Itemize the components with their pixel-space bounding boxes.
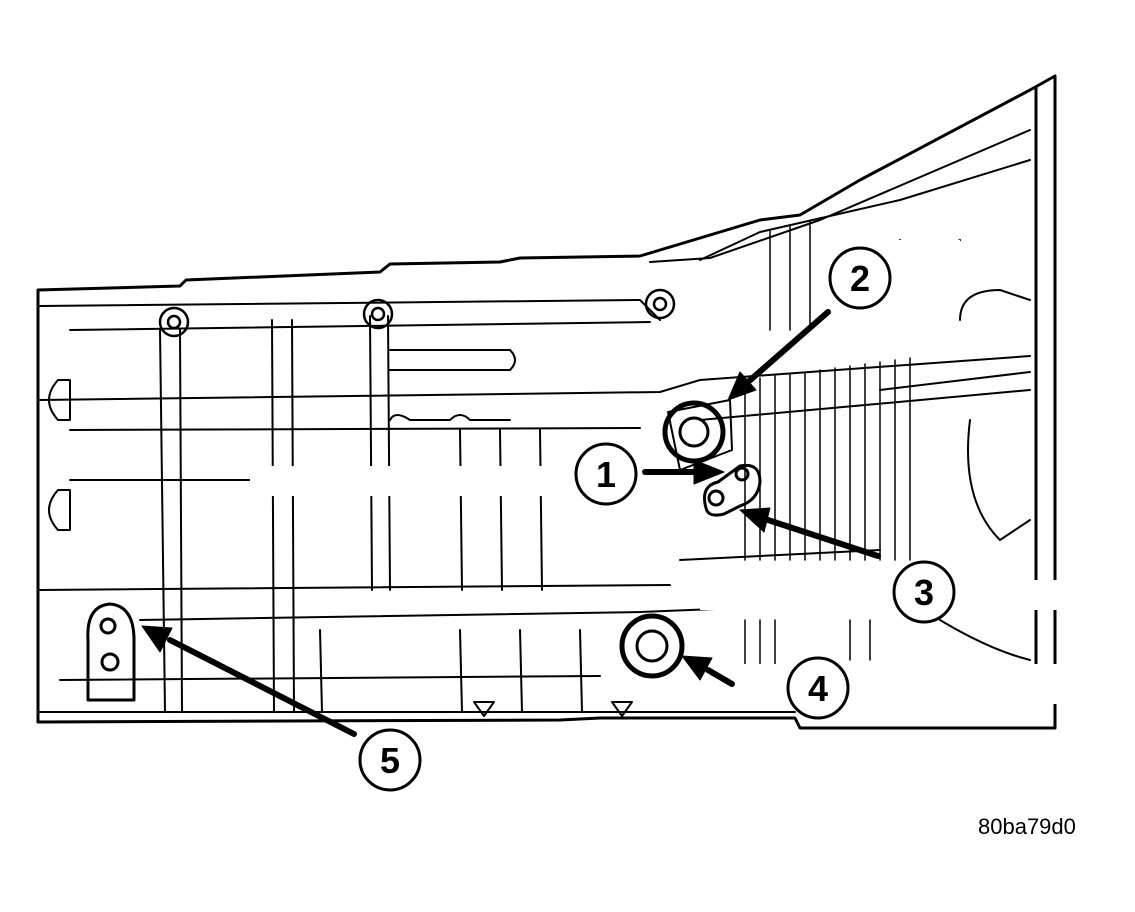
pan-rib-13 [579, 629, 583, 713]
pan-rib-3 [271, 319, 275, 713]
pan-rib-1 [159, 329, 166, 713]
pan-rib-7 [459, 429, 463, 591]
extension-bottom-curve [939, 619, 1031, 661]
pan-rib-6 [387, 315, 391, 591]
callout-4-number: 4 [808, 668, 828, 709]
arrow-2 [727, 309, 831, 401]
gap-right-lower [700, 580, 1060, 610]
extension-rib-b [879, 371, 1031, 391]
pan-upper-channel [69, 321, 651, 331]
pan-pocket-left [48, 379, 71, 421]
pan-bolts [158, 288, 676, 338]
extension-curve-1 [959, 289, 1031, 321]
extension-curve-2 [967, 419, 1031, 541]
pan-bolt-2 [362, 298, 394, 330]
callout-5: 5 [358, 728, 422, 792]
callout-2-circle [828, 246, 892, 310]
callout-3-circle [892, 560, 956, 624]
callout-2-number: 2 [850, 258, 870, 299]
arrow-3 [739, 507, 881, 559]
callout-5-number: 5 [380, 740, 400, 781]
pointer-arrows [141, 309, 881, 737]
callout-5-circle [358, 728, 422, 792]
pan-bottom-rail [59, 675, 601, 681]
pan-mid-channel-lower [69, 427, 641, 431]
pan-rib-8 [499, 429, 503, 591]
pan-boss-row [389, 349, 516, 371]
callout-1-circle [574, 442, 638, 506]
pan-rib-5 [369, 315, 373, 591]
pan-rib-11 [459, 629, 463, 713]
extension-rib-a [699, 159, 1031, 261]
pan-lower-channel [39, 584, 671, 591]
pan-rib-10 [319, 629, 323, 713]
callout-3: 3 [892, 560, 956, 624]
pan-rib-4 [291, 319, 295, 713]
extension-lower-rail [679, 549, 881, 561]
pan-pocket-left-lower [48, 489, 71, 531]
pan-bolt-3 [644, 288, 676, 320]
callout-3-number: 3 [914, 572, 934, 613]
pan-mid-channel [39, 355, 1031, 401]
pan-rib-9 [539, 429, 543, 591]
lower-mount-bolt [619, 613, 685, 679]
side-plug [86, 602, 136, 702]
cooling-fins [744, 221, 911, 701]
callout-4-circle [786, 656, 850, 720]
extension-upper-rib [649, 129, 1031, 263]
pan-top-rail [39, 299, 661, 321]
pan-bolt-1 [158, 306, 190, 338]
pan-boss-row-2 [389, 414, 511, 421]
arrow-1 [642, 459, 725, 485]
callout-4: 4 [786, 656, 850, 720]
pan-drain-triangle-2 [611, 701, 633, 717]
callout-1: 1 [574, 442, 638, 506]
pan-rib-2 [179, 329, 183, 713]
callout-2: 2 [828, 246, 892, 310]
oil-pan-detail [39, 299, 1031, 717]
arrow-4 [681, 655, 735, 687]
pan-drain-triangle-1 [473, 701, 495, 717]
highlighted-parts [86, 399, 762, 702]
figure-code: 80ba79d0 [978, 814, 1076, 839]
callout-1-number: 1 [596, 454, 616, 495]
gap-right-upper [880, 240, 960, 280]
housing-outline [36, 74, 1057, 730]
pan-rib-12 [519, 629, 523, 713]
arrow-5 [141, 625, 357, 737]
solenoid-connector [703, 463, 762, 517]
upper-mount-bolt [662, 399, 733, 471]
